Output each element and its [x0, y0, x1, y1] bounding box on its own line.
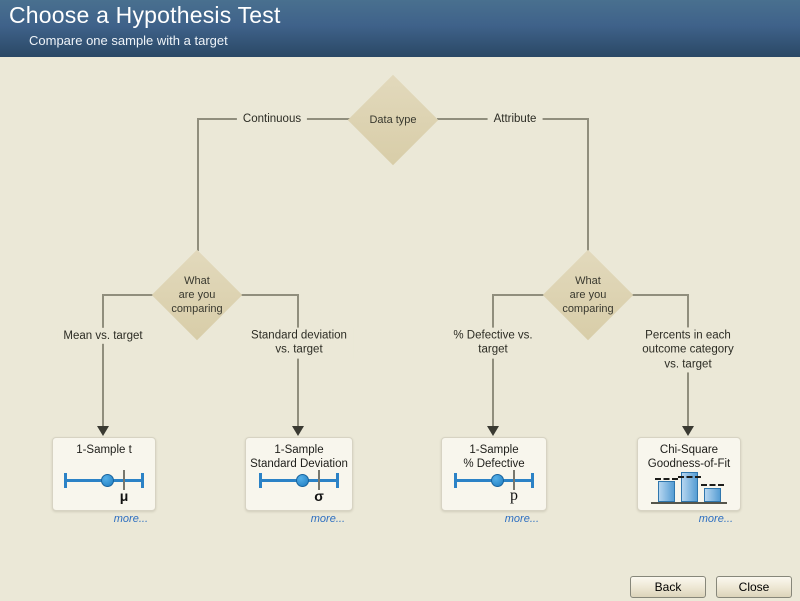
decision-node-comparing-left: What are you comparing: [151, 249, 243, 341]
test-card-1-sample-percent-defective[interactable]: 1-Sample % Defective p: [441, 437, 547, 511]
test-card-title: 1-Sample Standard Deviation: [250, 444, 348, 470]
target-dash-line: [655, 478, 678, 480]
more-link[interactable]: more...: [310, 513, 345, 525]
decision-node-label: Data type: [369, 113, 417, 126]
decision-node-label: What are you comparing: [171, 274, 223, 316]
connector-d2-left-v: [492, 294, 494, 426]
connector-d2-left-h: [492, 294, 545, 296]
connector-root-left-v: [197, 118, 199, 251]
test-card-title: Chi-Square Goodness-of-Fit: [647, 444, 731, 470]
more-link[interactable]: more...: [113, 513, 148, 525]
arrow-down-icon: [97, 426, 109, 436]
arrow-down-icon: [292, 426, 304, 436]
decision-node-comparing-right: What are you comparing: [542, 249, 634, 341]
outcome-label-mean: Mean vs. target: [57, 327, 149, 345]
test-card-title: 1-Sample t: [76, 444, 132, 456]
interval-plot-icon: σ: [259, 467, 339, 507]
page-subtitle: Compare one sample with a target: [29, 33, 228, 48]
page-title: Choose a Hypothesis Test: [9, 2, 281, 28]
more-link[interactable]: more...: [504, 513, 539, 525]
point-estimate-dot: [491, 474, 504, 487]
outcome-label-defective: % Defective vs. target: [447, 327, 539, 359]
test-card-1-sample-t[interactable]: 1-Sample t μ: [52, 437, 156, 511]
connector-d1-right-h: [240, 294, 299, 296]
connector-root-right-v: [587, 118, 589, 251]
connector-d1-left-h: [102, 294, 154, 296]
outcome-label-percents: Percents in each outcome category vs. ta…: [636, 327, 740, 373]
point-estimate-dot: [296, 474, 309, 487]
connector-d2-right-h: [631, 294, 689, 296]
point-estimate-dot: [101, 474, 114, 487]
back-button[interactable]: Back: [630, 576, 706, 598]
sigma-symbol: σ: [314, 488, 324, 504]
test-card-1-sample-stdev[interactable]: 1-Sample Standard Deviation σ: [245, 437, 353, 511]
interval-plot-icon: p: [454, 467, 534, 507]
outcome-label-stdev: Standard deviation vs. target: [245, 327, 353, 359]
arrow-down-icon: [487, 426, 499, 436]
test-card-title: 1-Sample % Defective: [463, 444, 525, 470]
bar-chart-icon: [649, 465, 729, 507]
target-dash-line: [701, 484, 724, 486]
dialog-header: Choose a Hypothesis Test Compare one sam…: [0, 0, 800, 57]
mu-symbol: μ: [119, 488, 129, 504]
branch-label-attribute: Attribute: [487, 110, 543, 128]
decision-node-label: What are you comparing: [562, 274, 614, 316]
interval-plot-icon: μ: [64, 467, 144, 507]
arrow-down-icon: [682, 426, 694, 436]
connector-d1-left-v: [102, 294, 104, 426]
test-card-chi-square-gof[interactable]: Chi-Square Goodness-of-Fit: [637, 437, 741, 511]
branch-label-continuous: Continuous: [236, 110, 308, 128]
connector-d1-right-v: [297, 294, 299, 426]
target-dash-line: [678, 476, 701, 478]
p-symbol: p: [510, 487, 518, 504]
decision-node-data-type: Data type: [347, 74, 439, 166]
more-link[interactable]: more...: [698, 513, 733, 525]
close-button[interactable]: Close: [716, 576, 792, 598]
